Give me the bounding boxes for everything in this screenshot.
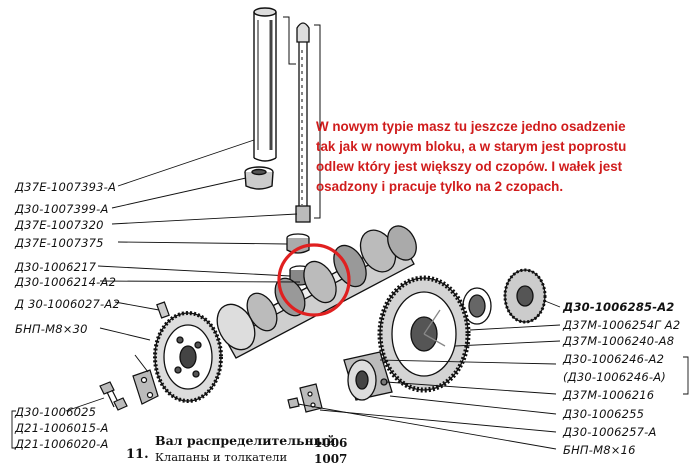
seal-ring-drawing bbox=[462, 287, 492, 325]
pushrod-drawing bbox=[283, 16, 321, 223]
annotation-line: tak jak w nowym bloku, a w starym jest p… bbox=[316, 139, 627, 154]
annotation-line: osadzony i pracuje tylko na 2 czopach. bbox=[316, 179, 564, 194]
key-drawing bbox=[156, 301, 170, 319]
label-thrust-washer: Д21-1006020-A bbox=[15, 437, 109, 451]
label-hub: Д30-1006246-A2 bbox=[563, 352, 665, 366]
small-bolt-drawing bbox=[287, 397, 300, 409]
label-pushrod-tube: Д37E-1007393-A bbox=[15, 180, 117, 194]
label-washer: Д30-1006255 bbox=[563, 407, 645, 421]
label-key: Д 30-1006027-A2 bbox=[15, 297, 120, 311]
label-hub-alt: (Д30-1006246-A) bbox=[563, 370, 666, 384]
figure-number: 11. bbox=[126, 447, 149, 462]
label-tappet: Д37E-1007375 bbox=[15, 236, 104, 250]
left-gear-drawing bbox=[153, 311, 223, 403]
label-camshaft: Д30-1006217 bbox=[15, 260, 97, 274]
label-pin: Д37М-1006216 bbox=[563, 388, 655, 402]
label-gear-front: Д30-1006285-A2 bbox=[563, 300, 675, 314]
label-thrust-plate: Д21-1006015-A bbox=[15, 421, 109, 435]
camshaft-drawing bbox=[216, 225, 417, 359]
label-gear-front-alt: Д37М-1006254Г A2 bbox=[563, 318, 681, 332]
hub-drawing bbox=[343, 351, 393, 401]
label-bushing: Д30-1006214-A2 bbox=[15, 275, 117, 289]
annotation-line: odlew który jest większy od czopów. I wa… bbox=[316, 159, 623, 174]
large-gear-drawing bbox=[377, 275, 471, 393]
left-bolts-drawing bbox=[99, 381, 128, 411]
annotation-line: W nowym typie masz tu jeszcze jedno osad… bbox=[316, 119, 626, 134]
caption-title-line2: Клапаны и толкатели bbox=[155, 450, 288, 464]
highlight-circle bbox=[277, 243, 351, 317]
tappet-drawing bbox=[286, 233, 311, 286]
thrust-plate-drawing bbox=[132, 354, 159, 405]
label-bolt-bnp: БНП-М8×30 bbox=[15, 322, 88, 336]
label-bolt-bnp-small: БНП-М8×16 bbox=[563, 443, 636, 457]
label-lock-plate: Д30-1006257-A bbox=[563, 425, 657, 439]
caption-title-line1: Вал распределительный bbox=[155, 433, 336, 448]
label-lock: Д30-1006025 bbox=[15, 405, 97, 419]
label-pushrod: Д37E-1007320 bbox=[15, 218, 104, 232]
caption-code2: 1007 bbox=[314, 452, 348, 466]
label-gear-large: Д37М-1006240-A8 bbox=[563, 334, 675, 348]
caption-code1: 1006 bbox=[314, 436, 348, 450]
leader-lines bbox=[11, 139, 689, 450]
annotation-note: W nowym typie masz tu jeszcze jedno osad… bbox=[316, 117, 671, 197]
label-tube-seal: Д30-1007399-A bbox=[15, 202, 109, 216]
pushrod-tube-drawing bbox=[244, 7, 277, 190]
front-gear-drawing bbox=[503, 268, 547, 324]
